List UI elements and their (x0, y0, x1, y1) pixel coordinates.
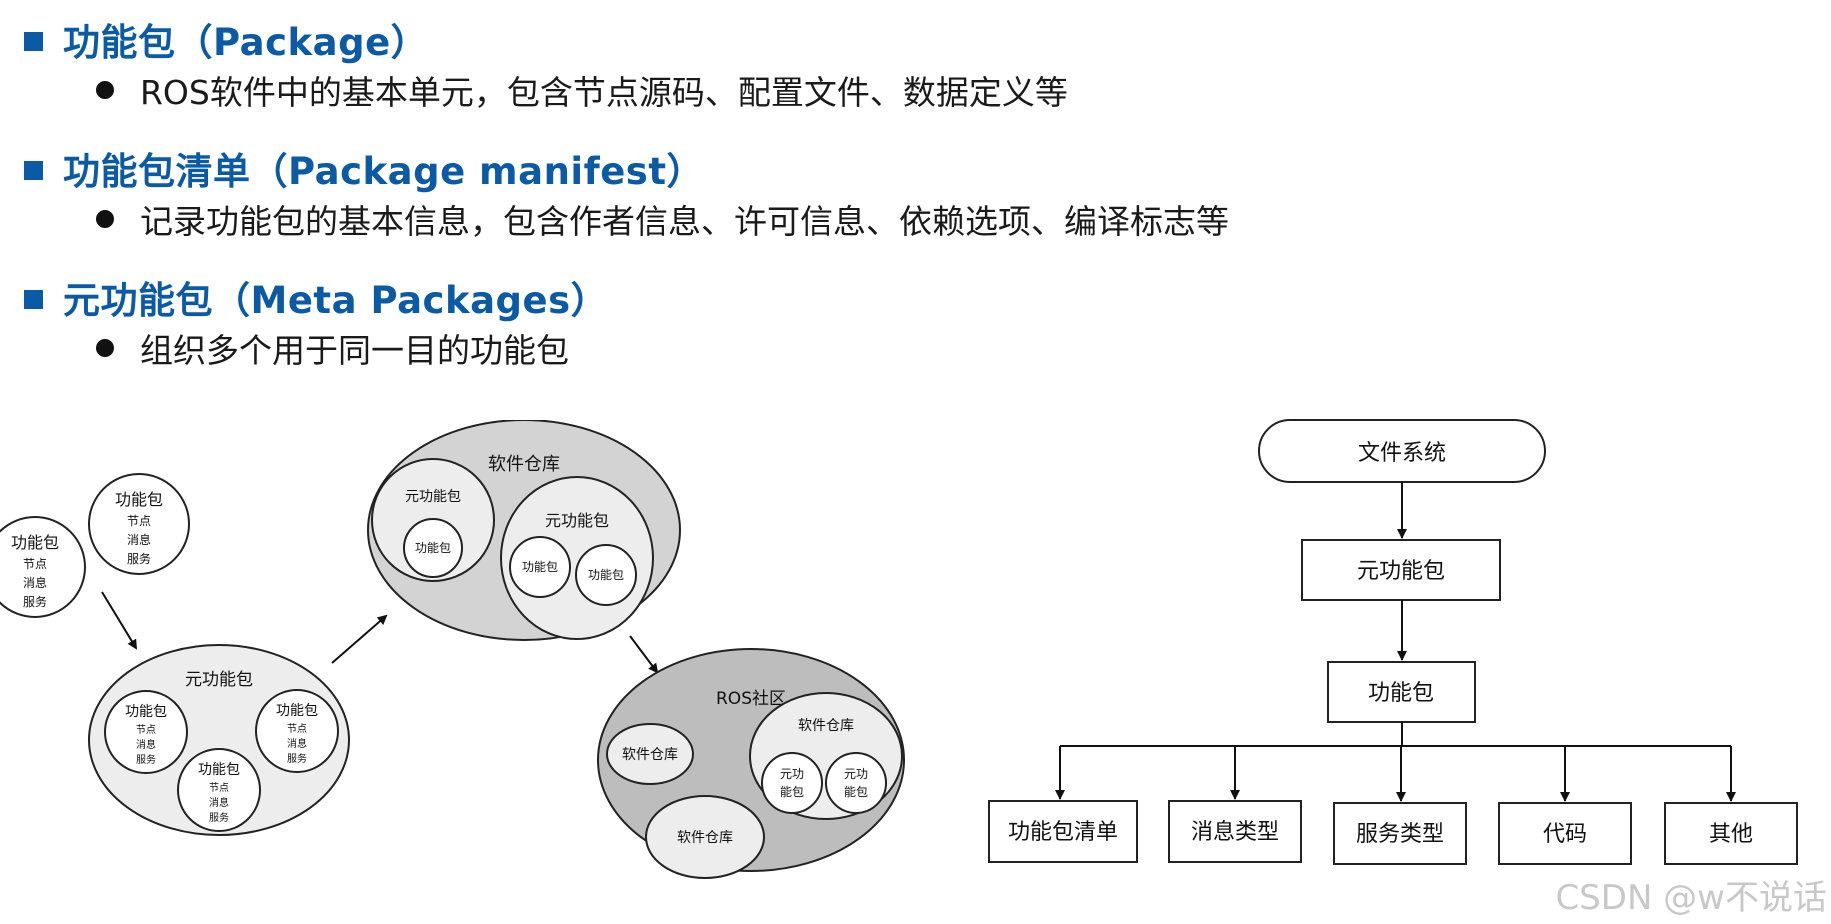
meta-package-label: 元功能包 (185, 670, 253, 690)
ros-community-ellipse: ROS社区 软件仓库 软件仓库 软件仓库 元功 能包 元功 能包 (597, 648, 905, 879)
leaf-node-code: 代码 (1498, 802, 1632, 865)
package-label: 功能包 (276, 703, 318, 719)
meta-package-ellipse: 元功能包 功能包 节点 消息 服务 功能包 节点 消息 服务 功能包 节点 消息… (88, 644, 350, 836)
section-title: 功能包清单（Package manifest） (63, 150, 705, 193)
package-label: 功能包 (198, 762, 240, 778)
meta-package-node: 元功能包 (1301, 539, 1501, 601)
bullet-dot-icon (96, 81, 114, 99)
service-label: 服务 (127, 551, 151, 566)
file-system-tree-diagram: 文件系统 元功能包 功能包 功能包清单 消息类型 服务类型 (988, 419, 1798, 865)
leaf-label: 其他 (1709, 822, 1753, 847)
package-label: 功能包 (522, 560, 558, 574)
meta-package-label: 元功能包 (1357, 559, 1445, 584)
package-label: 功能包 (588, 568, 624, 582)
square-bullet-icon (24, 289, 43, 309)
leaf-label: 消息类型 (1191, 820, 1279, 845)
arrow-to-meta-package (101, 591, 138, 650)
ros-community-label: ROS社区 (716, 689, 786, 709)
bullet-dot-icon (96, 210, 114, 228)
message-label: 消息 (209, 796, 229, 809)
section-bullet-text: ROS软件中的基本单元，包含节点源码、配置文件、数据定义等 (140, 73, 1068, 112)
leaf-label: 功能包清单 (1008, 820, 1118, 845)
leaf-node-msg-types: 消息类型 (1168, 800, 1302, 863)
section-bullet-text: 记录功能包的基本信息，包含作者信息、许可信息、依赖选项、编译标志等 (140, 202, 1229, 241)
meta-package-label: 元功能包 (405, 489, 461, 505)
section-package: 功能包（Package） ROS软件中的基本单元，包含节点源码、配置文件、数据定… (24, 14, 1068, 112)
repository-label: 软件仓库 (488, 454, 560, 475)
repository-label: 软件仓库 (622, 747, 678, 763)
package-label: 功能包 (1368, 681, 1434, 706)
package-label: 功能包 (115, 490, 163, 509)
section-bullet-text: 组织多个用于同一目的功能包 (140, 331, 569, 370)
node-label: 节点 (127, 514, 151, 528)
node-label: 节点 (23, 557, 47, 571)
node-label: 节点 (136, 724, 156, 736)
repository-label: 软件仓库 (677, 830, 733, 846)
leaf-node-srv-types: 服务类型 (1333, 802, 1467, 865)
leaf-label: 服务类型 (1356, 822, 1444, 847)
leaf-label: 代码 (1543, 822, 1587, 847)
square-bullet-icon (24, 31, 43, 51)
repository-ellipse: 软件仓库 元功能包 功能包 元功能包 功能包 功能包 (367, 420, 681, 641)
arrow-to-repository (331, 614, 388, 664)
square-bullet-icon (24, 160, 43, 180)
package-circle-b: 功能包 节点 消息 服务 (88, 473, 190, 575)
arrow-to-ros-community (629, 635, 659, 674)
package-circle-a: 功能包 节点 消息 服务 (0, 516, 86, 618)
message-label: 消息 (127, 532, 151, 547)
section-title: 功能包（Package） (63, 21, 429, 64)
package-hierarchy-diagram: 功能包 节点 消息 服务 功能包 节点 消息 服务 元功能包 功能包 节点 消息… (0, 420, 905, 879)
meta-package-label: 元功能包 (545, 511, 609, 530)
section-meta-packages: 元功能包（Meta Packages） 组织多个用于同一目的功能包 (24, 272, 609, 370)
package-label: 功能包 (125, 704, 167, 720)
message-label: 消息 (136, 738, 156, 751)
section-title: 元功能包（Meta Packages） (63, 279, 609, 322)
section-package-manifest: 功能包清单（Package manifest） 记录功能包的基本信息，包含作者信… (24, 143, 1229, 241)
watermark: CSDN @w不说话 (1555, 878, 1827, 918)
leaf-node-manifest: 功能包清单 (988, 800, 1138, 863)
node-label: 节点 (287, 723, 307, 735)
service-label: 服务 (209, 811, 229, 824)
package-label: 功能包 (11, 533, 59, 552)
meta-package-abbrev-1: 元功 (844, 767, 868, 781)
leaf-node-other: 其他 (1664, 802, 1798, 865)
package-label: 功能包 (415, 541, 451, 555)
service-label: 服务 (287, 752, 307, 765)
meta-package-abbrev-2: 能包 (780, 785, 804, 799)
meta-package-abbrev-2: 能包 (844, 785, 868, 799)
root-label: 文件系统 (1358, 441, 1446, 466)
root-node: 文件系统 (1258, 419, 1546, 483)
service-label: 服务 (136, 753, 156, 766)
node-label: 节点 (209, 782, 229, 794)
service-label: 服务 (23, 594, 47, 609)
package-node: 功能包 (1327, 661, 1476, 723)
message-label: 消息 (23, 575, 47, 590)
message-label: 消息 (287, 737, 307, 750)
bullet-dot-icon (96, 339, 114, 357)
repository-label: 软件仓库 (798, 718, 854, 734)
meta-package-abbrev-1: 元功 (780, 767, 804, 781)
